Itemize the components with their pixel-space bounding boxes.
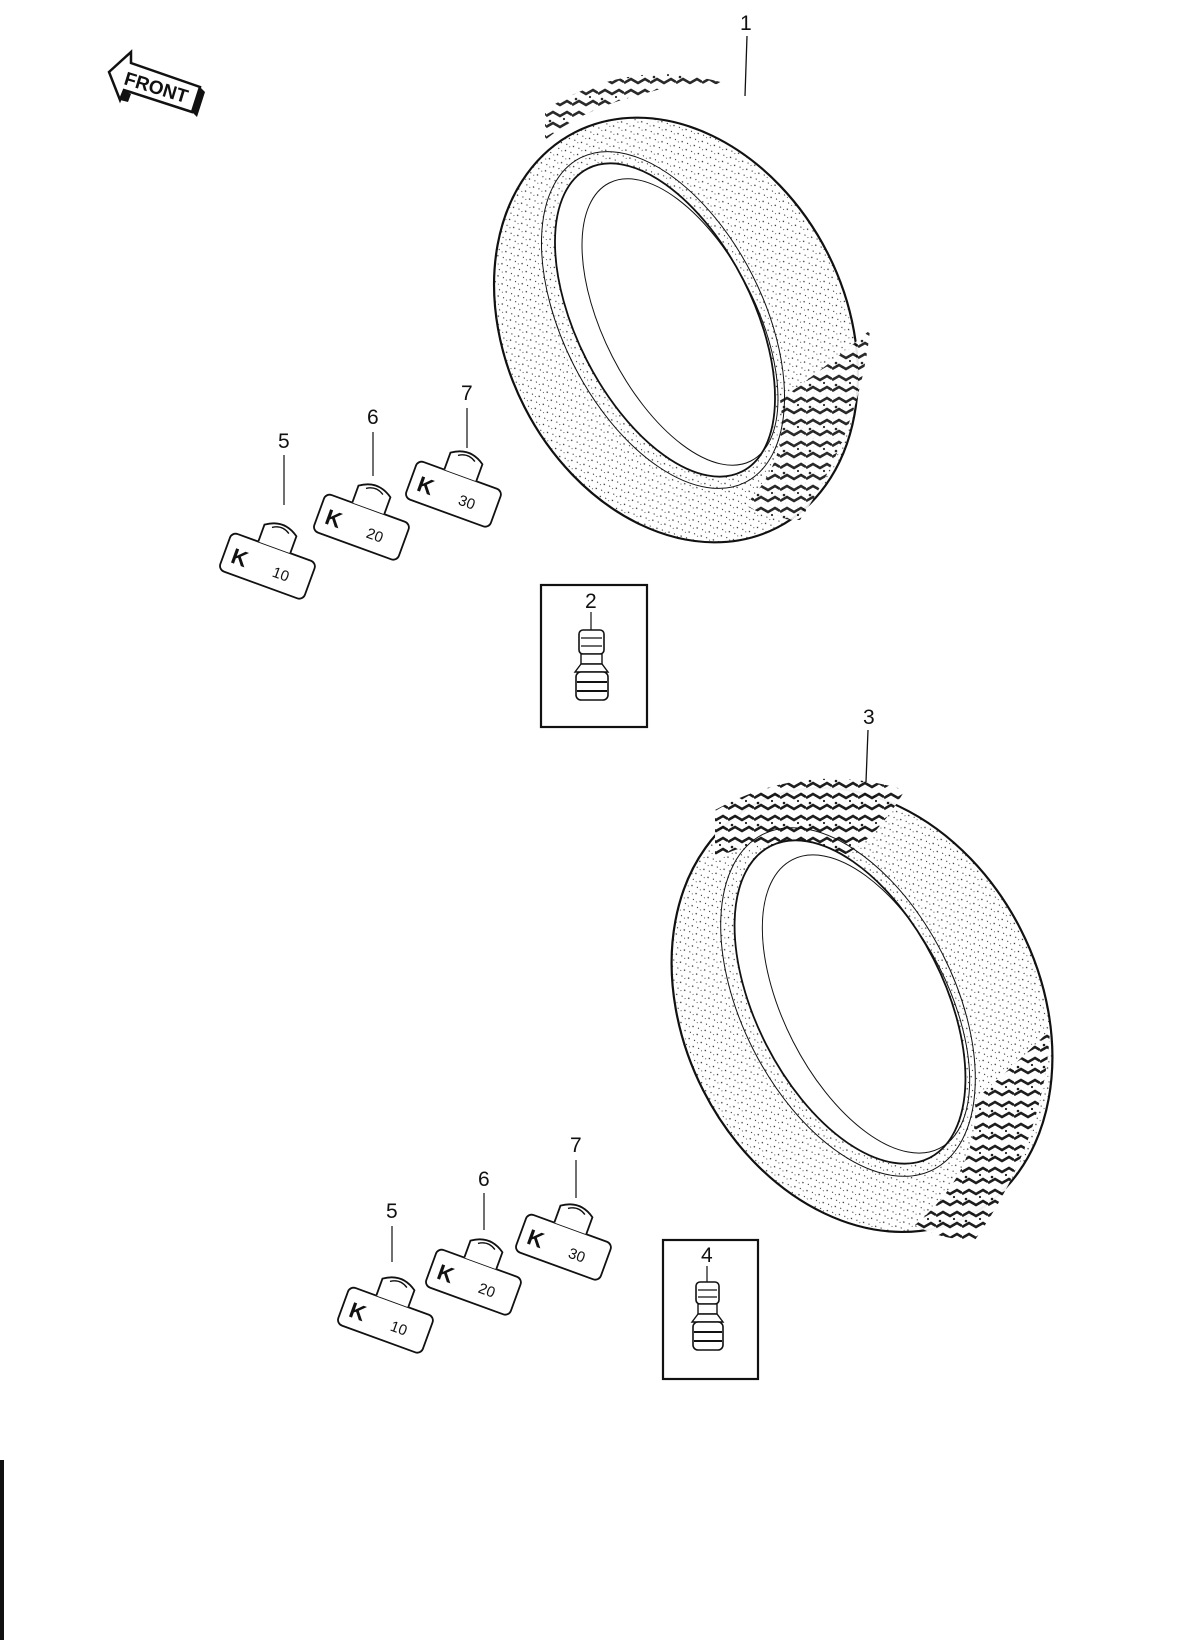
callout-7-upper: 7 bbox=[461, 382, 473, 405]
callout-5-upper: 5 bbox=[278, 430, 290, 453]
weight-20-mark: 20 bbox=[476, 1280, 497, 1302]
weight-20-mark: 20 bbox=[364, 525, 385, 547]
valve-icon-front bbox=[573, 612, 610, 701]
callout-leader-1 bbox=[744, 35, 748, 97]
callout-2: 2 bbox=[585, 590, 597, 613]
balance-weight-10-upper: K 10 bbox=[219, 522, 316, 600]
front-tire bbox=[492, 74, 870, 544]
valve-box-front: 2 bbox=[539, 583, 649, 729]
weight-10-mark: 10 bbox=[270, 564, 291, 586]
weight-30-mark: 30 bbox=[456, 492, 477, 514]
balance-weight-30-lower: K 30 bbox=[515, 1203, 612, 1281]
callout-4: 4 bbox=[701, 1244, 713, 1267]
valve-box-rear: 4 bbox=[661, 1238, 760, 1381]
balance-weight-20-lower: K 20 bbox=[425, 1238, 522, 1316]
callout-6-lower: 6 bbox=[478, 1168, 490, 1191]
balance-weight-10-lower: K 10 bbox=[337, 1276, 434, 1354]
callout-5-lower: 5 bbox=[386, 1200, 398, 1223]
valve-icon-rear bbox=[690, 1266, 725, 1351]
callout-7-lower: 7 bbox=[570, 1134, 582, 1157]
callout-1: 1 bbox=[740, 12, 752, 35]
rear-tire bbox=[670, 778, 1054, 1240]
front-direction-arrow: FRONT bbox=[107, 49, 205, 117]
callout-6-upper: 6 bbox=[367, 406, 379, 429]
balance-weight-20-upper: K 20 bbox=[313, 483, 410, 561]
weight-10-mark: 10 bbox=[388, 1318, 409, 1340]
balance-weight-30-upper: K 30 bbox=[405, 450, 502, 528]
callout-3: 3 bbox=[863, 706, 875, 729]
page-edge-mark bbox=[0, 1460, 4, 1640]
weight-30-mark: 30 bbox=[566, 1245, 587, 1267]
callout-leader-3 bbox=[865, 729, 869, 783]
